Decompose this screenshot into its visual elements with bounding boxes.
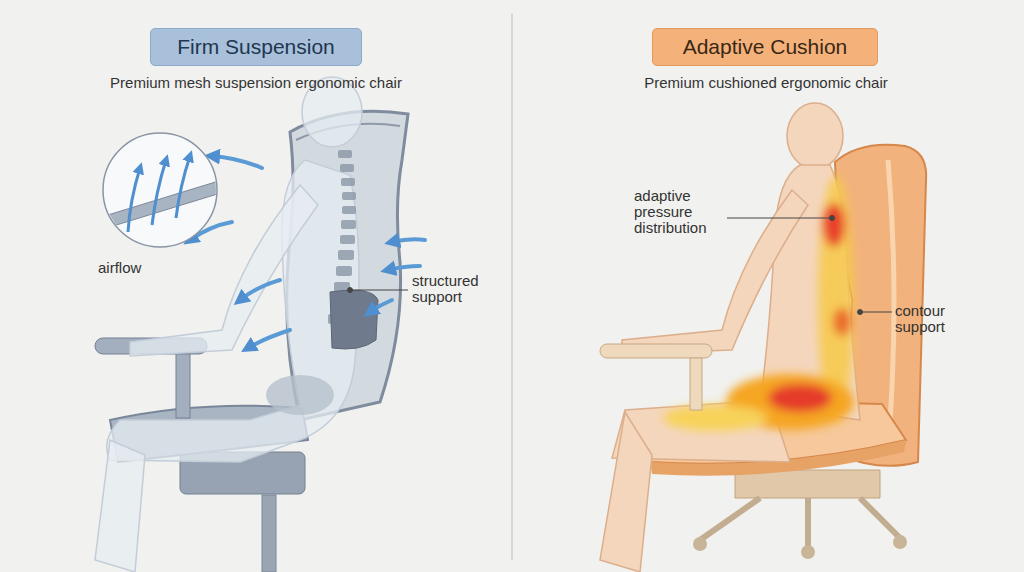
lumbar-support — [330, 290, 378, 349]
header-box: Adaptive Cushion — [652, 28, 878, 66]
mesh-inset — [176, 156, 190, 218]
leader-line — [858, 310, 863, 315]
cushion-chair — [888, 160, 894, 450]
leader-line — [860, 312, 892, 313]
spine — [338, 150, 352, 158]
mesh-inset — [98, 180, 224, 230]
leader-line — [348, 288, 409, 293]
spine — [342, 206, 356, 214]
spine — [338, 250, 354, 260]
armrest — [690, 358, 702, 410]
armrest — [600, 344, 712, 358]
pressure-heatmap — [663, 405, 767, 431]
leader-line — [727, 218, 832, 219]
subtitle: Premium mesh suspension ergonomic chair — [76, 75, 436, 91]
leader-line — [830, 216, 835, 221]
leader-line — [350, 290, 408, 291]
mesh-inset — [98, 156, 224, 232]
pressure-heatmap — [833, 308, 851, 336]
cushion-chair — [801, 545, 815, 559]
spine — [266, 150, 356, 415]
mesh-chair — [95, 111, 408, 572]
airflow-arrows — [190, 156, 425, 348]
spine — [340, 235, 355, 244]
cushion-chair — [700, 498, 900, 548]
header-text: Adaptive Cushion — [683, 35, 848, 59]
mesh-inset — [128, 168, 140, 232]
mesh-inset — [128, 156, 190, 232]
subtitle: Premium cushioned ergonomic chair — [586, 75, 946, 91]
leader-line — [348, 288, 353, 293]
panel-divider — [511, 14, 512, 560]
seated-person — [787, 103, 843, 169]
ghost-person — [95, 440, 145, 572]
pressure-heatmap — [768, 384, 832, 412]
airflow-arrows — [392, 239, 425, 242]
cushion-chair — [693, 537, 707, 551]
spine — [341, 220, 356, 229]
ghost-person — [95, 77, 362, 572]
callout-label: contour support — [895, 303, 967, 335]
seated-person — [600, 103, 860, 572]
callout-label: airflow — [98, 260, 178, 276]
header-text: Firm Suspension — [177, 35, 335, 59]
spine — [336, 266, 352, 276]
spine — [340, 164, 354, 172]
spine — [266, 375, 334, 415]
airflow-arrows — [240, 280, 280, 300]
header-box: Firm Suspension — [150, 28, 362, 66]
mesh-inset — [152, 160, 166, 225]
callout-label: structured support — [412, 273, 492, 305]
cushion-chair — [735, 470, 880, 498]
cushion-chair — [893, 535, 907, 549]
airflow-arrows — [388, 266, 420, 270]
armrest — [600, 344, 712, 410]
airflow-arrows — [212, 156, 262, 168]
airflow-arrows — [248, 330, 290, 348]
pressure-heatmap — [823, 203, 845, 247]
airflow-arrows — [370, 300, 392, 312]
spine — [342, 192, 356, 200]
mesh-chair — [262, 495, 276, 572]
leader-line — [727, 216, 892, 315]
spine — [341, 178, 355, 186]
callout-label: adaptive pressure distribution — [634, 188, 726, 236]
mesh-chair — [176, 354, 190, 418]
mesh-inset — [98, 133, 224, 247]
seated-person — [600, 412, 652, 572]
